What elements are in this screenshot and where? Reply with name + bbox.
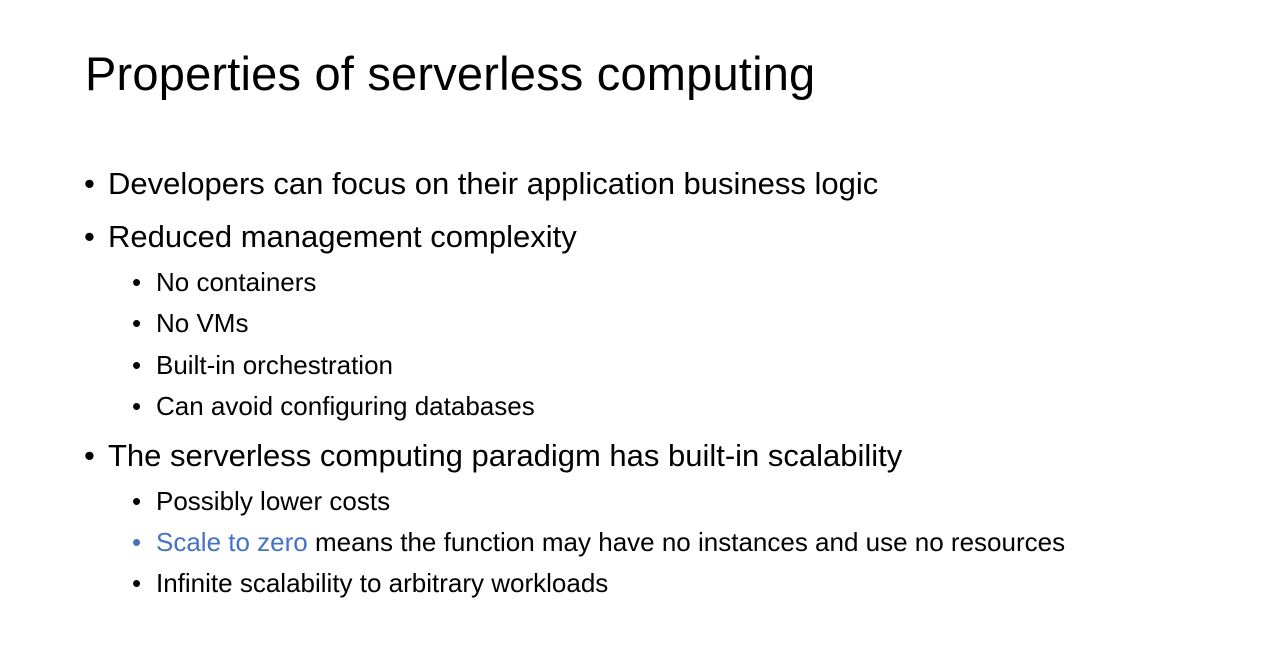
bullet-dot-icon: • <box>84 219 95 254</box>
bullet-dot-icon: • <box>132 350 142 380</box>
bullet-text: Reduced management complexity <box>108 219 577 254</box>
sub-bullet-text: Infinite scalability to arbitrary worklo… <box>156 568 609 598</box>
sub-bullet-text: Can avoid configuring databases <box>156 391 535 421</box>
bullet-text: Developers can focus on their applicatio… <box>108 166 879 201</box>
sub-bullet-text: Built-in orchestration <box>156 350 393 380</box>
bullet-dot-icon: • <box>84 166 95 201</box>
sub-bullet-rest: means the function may have no instances… <box>307 527 1066 557</box>
highlight-term: Scale to zero <box>156 527 308 557</box>
bullet-dot-icon: • <box>132 486 142 516</box>
sub-bullet-text: No VMs <box>156 308 249 338</box>
bullet-dot-icon: • <box>132 267 142 297</box>
slide-title: Properties of serverless computing <box>85 47 816 100</box>
bullet-dot-icon: • <box>132 308 142 338</box>
sub-bullet-text: No containers <box>156 267 317 297</box>
bullet-dot-icon: • <box>132 568 142 598</box>
bullet-dot-icon: • <box>132 527 142 557</box>
bullet-dot-icon: • <box>84 438 95 473</box>
sub-bullet-text: Possibly lower costs <box>156 486 391 516</box>
bullet-dot-icon: • <box>132 391 142 421</box>
sub-bullet-text: Scale to zero means the function may hav… <box>156 525 1065 559</box>
bullet-text: The serverless computing paradigm has bu… <box>108 438 903 473</box>
